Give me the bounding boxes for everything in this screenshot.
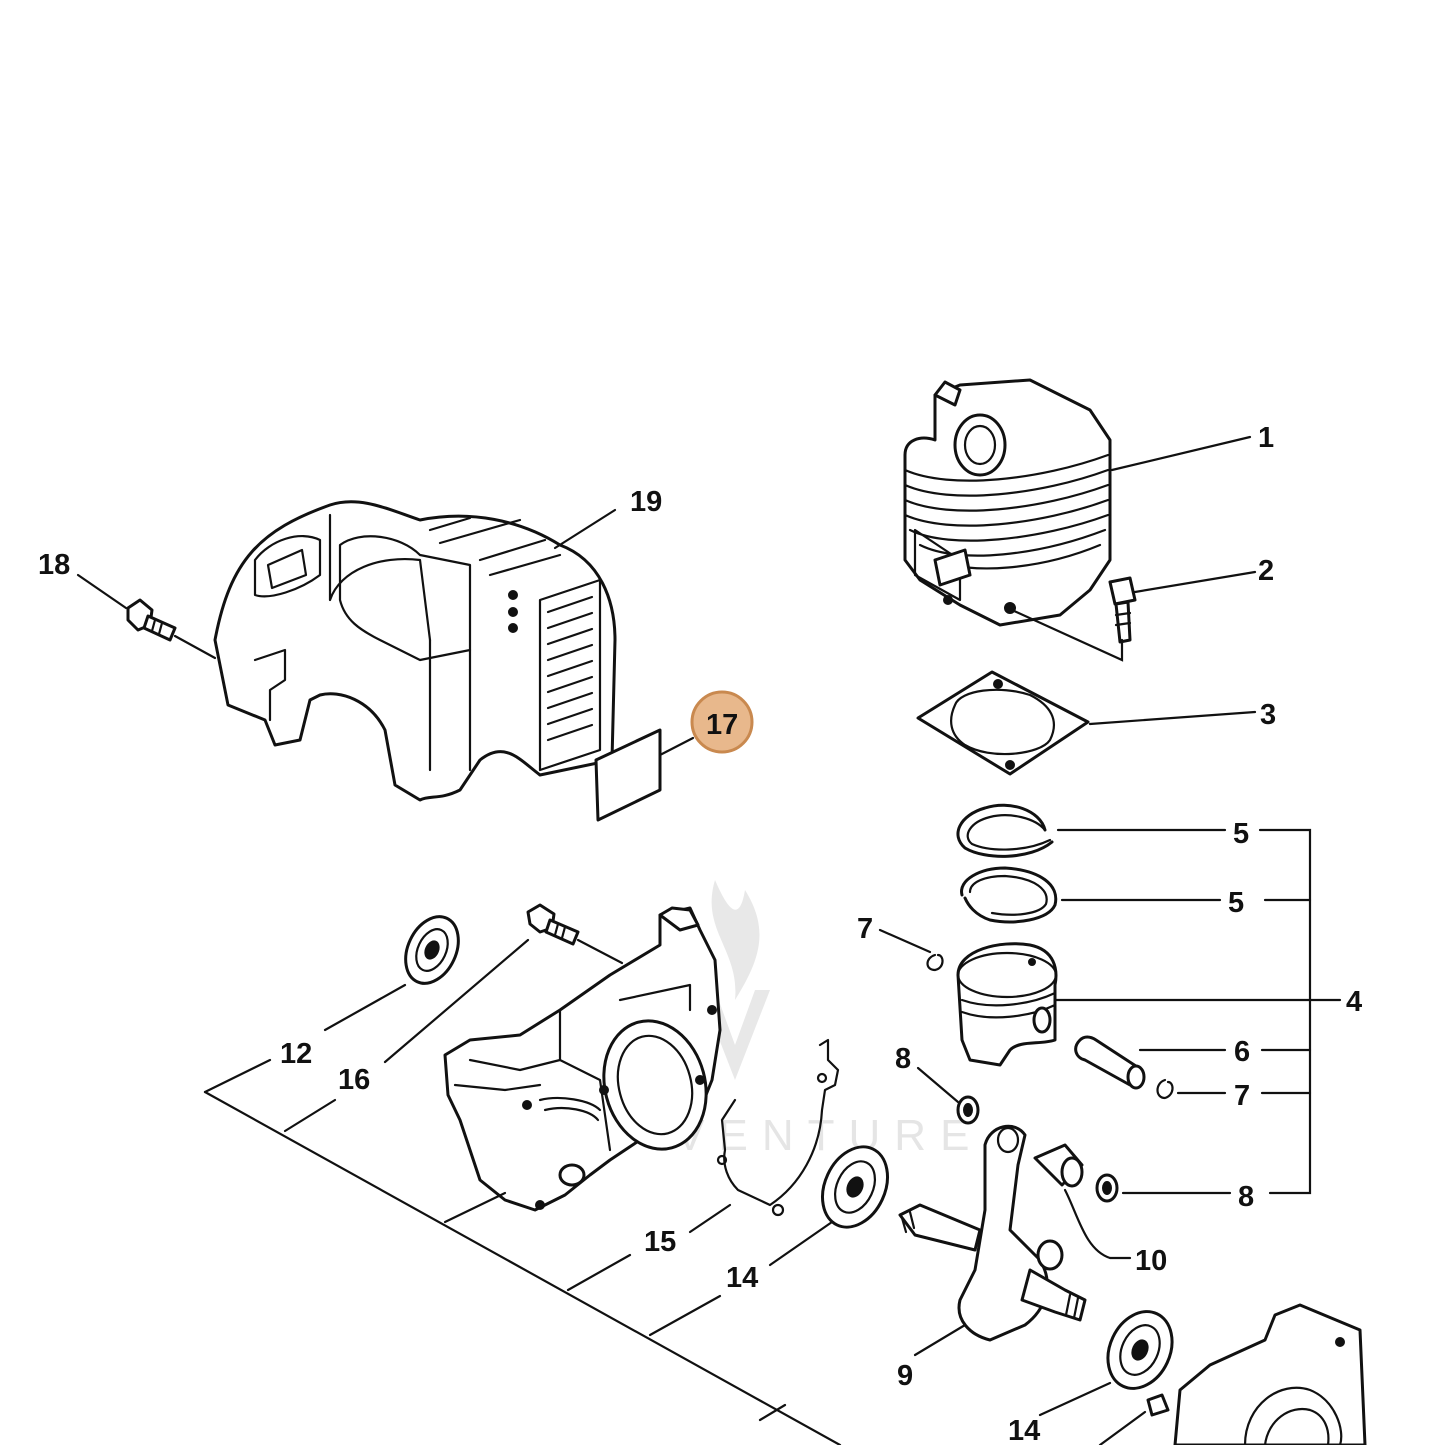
callout-8-right[interactable]: 8 (1238, 1181, 1254, 1213)
callout-5-upper[interactable]: 5 (1233, 818, 1249, 850)
ball-bearing-left[interactable] (810, 1136, 900, 1237)
circlip-right[interactable] (1156, 1078, 1174, 1100)
leader-lines (76, 435, 1342, 1445)
screw-16[interactable] (526, 903, 624, 965)
callout-15[interactable]: 15 (644, 1226, 676, 1258)
callout-3[interactable]: 3 (1260, 699, 1276, 731)
callout-labels: 1 2 3 5 5 4 6 7 8 7 8 10 9 14 19 18 17 1… (38, 422, 1362, 1445)
callout-12[interactable]: 12 (280, 1038, 312, 1070)
callout-14-left[interactable]: 14 (726, 1262, 758, 1294)
callout-17[interactable]: 17 (706, 709, 738, 741)
cooling-fins (428, 516, 594, 742)
piston-pin[interactable] (1074, 1035, 1146, 1090)
callout-5-lower[interactable]: 5 (1228, 887, 1244, 919)
needle-cage[interactable] (1033, 1143, 1084, 1188)
callout-14-right[interactable]: 14 (1008, 1415, 1040, 1445)
ball-bearing-right[interactable] (1096, 1301, 1184, 1399)
cylinder[interactable] (903, 378, 1112, 627)
callout-2[interactable]: 2 (1258, 555, 1274, 587)
callout-9[interactable]: 9 (897, 1360, 913, 1392)
thrust-washer-right[interactable] (1095, 1173, 1119, 1203)
cylinder-gasket-3[interactable] (916, 670, 1090, 776)
callout-16[interactable]: 16 (338, 1064, 370, 1096)
callout-10[interactable]: 10 (1135, 1245, 1167, 1277)
callout-7-left[interactable]: 7 (857, 913, 873, 945)
crankcase-gasket-15[interactable] (716, 1038, 840, 1217)
callout-1[interactable]: 1 (1258, 422, 1274, 454)
callout-7-right[interactable]: 7 (1234, 1080, 1250, 1112)
callout-18[interactable]: 18 (38, 549, 70, 581)
callout-6[interactable]: 6 (1234, 1036, 1250, 1068)
highlight-marker (690, 690, 754, 754)
piston-ring-upper[interactable] (956, 803, 1054, 858)
gasket-plate-17[interactable] (594, 728, 662, 822)
circlip-left[interactable] (926, 953, 944, 972)
screw-18[interactable] (126, 598, 217, 660)
decompression-valve-2[interactable] (1010, 576, 1137, 662)
crankcase-half-left[interactable] (443, 906, 722, 1212)
callout-19[interactable]: 19 (630, 486, 662, 518)
callout-8-left[interactable]: 8 (895, 1043, 911, 1075)
fan-housing-shroud[interactable] (213, 500, 617, 802)
oil-seal-12[interactable] (395, 908, 468, 992)
thrust-washer-left[interactable] (956, 1095, 980, 1125)
piston[interactable] (956, 942, 1058, 1067)
crankshaft[interactable] (898, 1124, 1087, 1342)
callout-4[interactable]: 4 (1346, 986, 1362, 1018)
crankcase-half-right[interactable] (1146, 1303, 1367, 1445)
piston-ring-lower[interactable] (960, 866, 1058, 924)
